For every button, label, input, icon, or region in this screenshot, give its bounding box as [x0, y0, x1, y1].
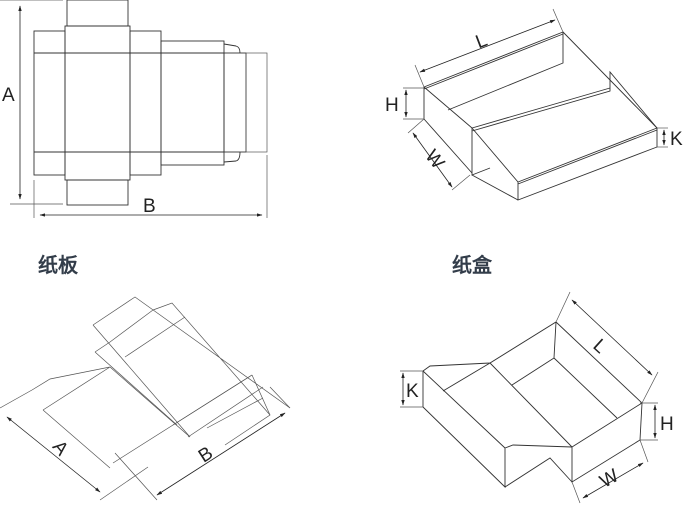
- open-box-drawing: L H K W: [400, 291, 674, 504]
- caption-paper-box: 纸盒: [452, 253, 492, 277]
- dimension-label-w: W: [596, 465, 622, 492]
- isometric-net-drawing: A B: [0, 296, 291, 501]
- dimension-label-k: K: [406, 381, 419, 402]
- flat-net-drawing: A B: [0, 0, 268, 218]
- dimension-label-a: A: [2, 85, 15, 106]
- tray-box-drawing: H L W K: [385, 8, 683, 201]
- dimension-label-b: B: [195, 443, 217, 468]
- dimension-label-b: B: [143, 196, 156, 217]
- dimension-label-h: H: [385, 95, 399, 116]
- dimension-label-k: K: [670, 129, 683, 150]
- dimension-label-l: L: [473, 30, 490, 53]
- dimension-label-h: H: [660, 414, 674, 435]
- dimension-label-a: A: [48, 437, 72, 460]
- dimension-label-w: W: [421, 146, 449, 173]
- caption-cardboard: 纸板: [38, 253, 78, 277]
- dimension-label-l: L: [589, 335, 611, 358]
